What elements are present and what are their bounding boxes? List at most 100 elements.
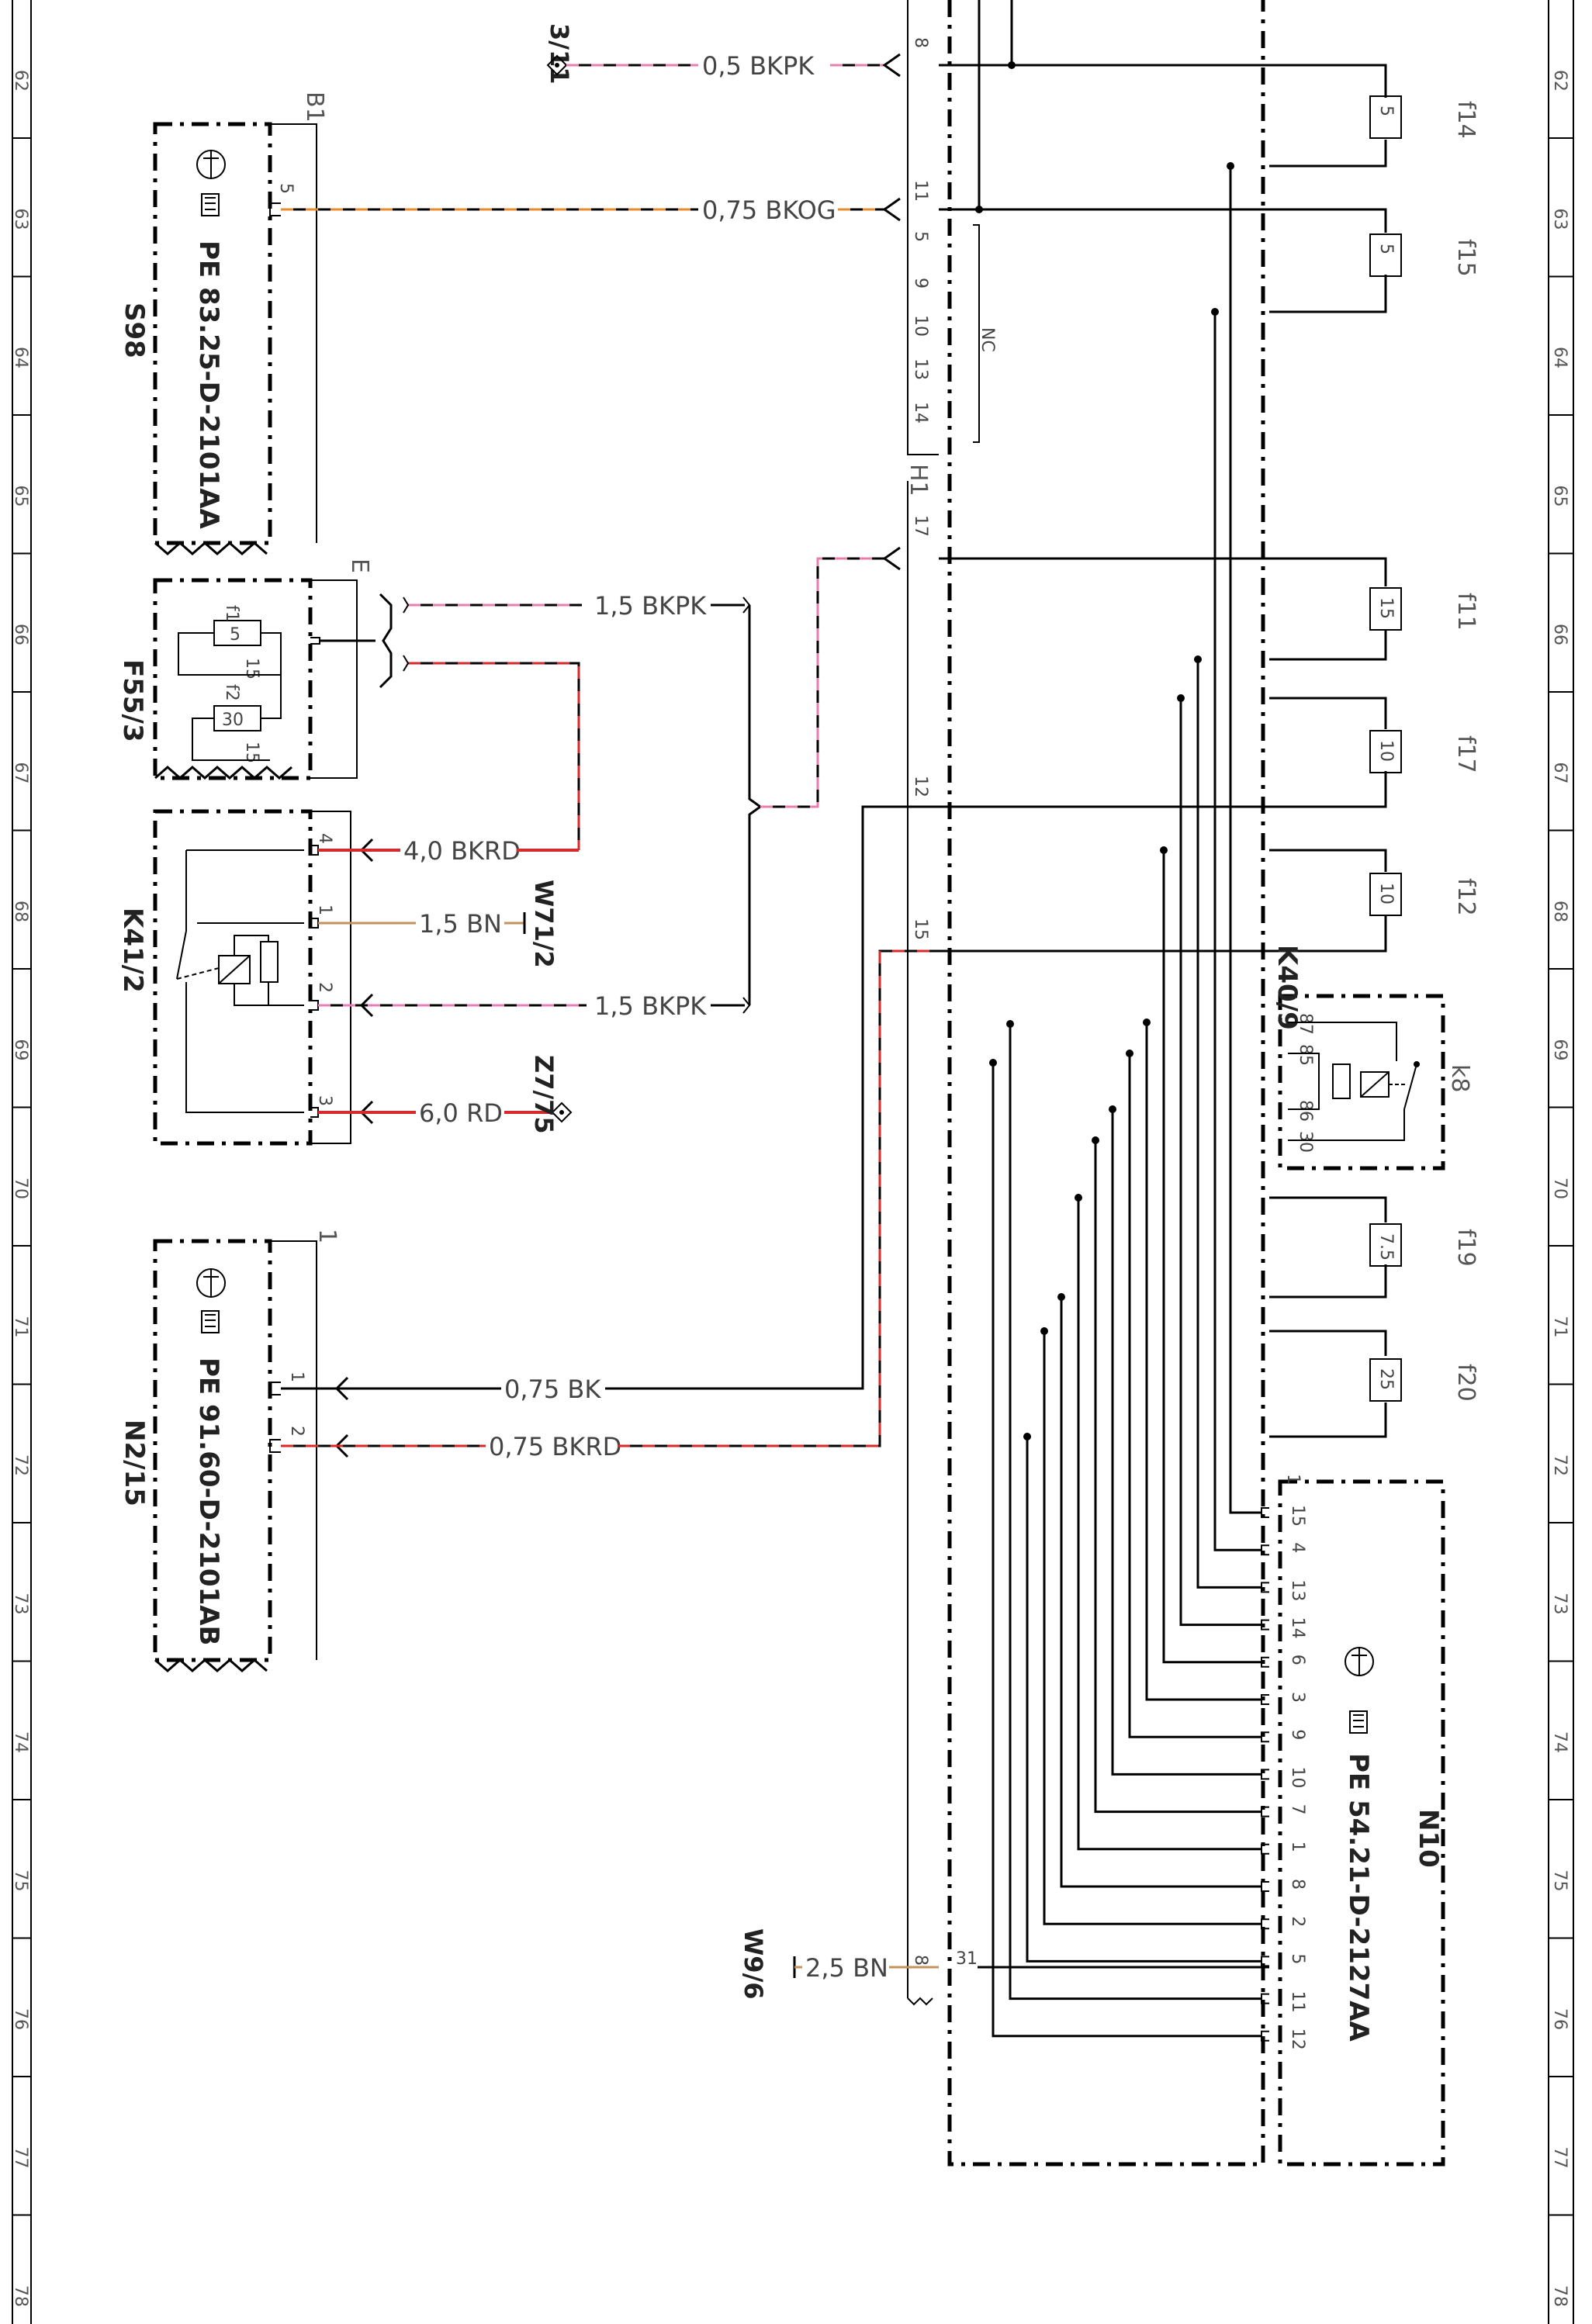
fuse-f17-icon: 10 <box>1369 730 1402 773</box>
ruler-number-77: 77 <box>1550 2147 1570 2169</box>
n10-pin-3-5: 3 <box>1288 1692 1307 1703</box>
n10-pin-12-14: 12 <box>1288 2028 1307 2050</box>
ruler-number-72: 72 <box>11 1454 30 1476</box>
k41-2-pin-1: 1 <box>315 904 334 915</box>
svg-text:15: 15 <box>1376 597 1396 619</box>
left-ruler <box>12 0 32 2324</box>
k40-9-box <box>947 0 1265 2167</box>
k40-9-connector: H1 <box>905 464 932 496</box>
s98-box <box>153 122 272 545</box>
hand-pointer-icon <box>1349 1710 1368 1734</box>
conn-pin-5: 5 <box>911 231 930 242</box>
k8-pin-86: 86 <box>1296 1100 1315 1122</box>
n2-15-pin-2: 2 <box>287 1426 306 1437</box>
hand-pointer-icon <box>201 193 220 216</box>
fuse-f11-icon: 15 <box>1369 587 1402 631</box>
ruler-number-76: 76 <box>1550 2008 1570 2030</box>
fuse-f15-icon: 5 <box>1369 233 1402 277</box>
ruler-number-71: 71 <box>1550 1316 1570 1338</box>
fuse-wiring <box>939 64 1387 1438</box>
ground-label: 31 <box>956 1949 978 1969</box>
relay-coil-icon <box>1288 1022 1420 1141</box>
n10-pin-7-8: 7 <box>1288 1804 1307 1815</box>
k41-2-pin-4: 4 <box>315 833 334 844</box>
ruler-number-73: 73 <box>1550 1593 1570 1615</box>
f55-3-connector: E <box>346 559 373 573</box>
ruler-number-74: 74 <box>11 1731 30 1753</box>
wire-label-w4: 4,0 BKRD <box>403 836 521 866</box>
fuse-f20-icon: 25 <box>1369 1358 1402 1402</box>
n10-pin-10-7: 10 <box>1288 1766 1307 1788</box>
n10-pe-ref: PE 54.21-D-2127AA <box>1343 1753 1374 2042</box>
fuse-f2-icon: 30 <box>213 705 261 731</box>
k8-label: k8 <box>1446 1064 1473 1092</box>
s98-pe-ref: PE 83.25-D-2101AA <box>193 240 224 530</box>
k8-pin-87: 87 <box>1296 1013 1315 1035</box>
ruler-number-64: 64 <box>1550 347 1570 368</box>
fuse-f12-icon: 10 <box>1369 873 1402 916</box>
ruler-number-63: 63 <box>11 209 30 230</box>
svg-text:25: 25 <box>1376 1368 1396 1390</box>
fuse-f17-label: f17 <box>1452 735 1480 773</box>
ruler-number-68: 68 <box>11 901 30 922</box>
h1-pin-12: 12 <box>911 776 930 797</box>
signal-w71-2: W71/2 <box>529 880 559 968</box>
ruler-number-78: 78 <box>1550 2285 1570 2307</box>
svg-text:7.5: 7.5 <box>1376 1233 1396 1261</box>
ruler-number-64: 64 <box>11 347 30 368</box>
svg-text:30: 30 <box>222 711 244 730</box>
n10-pin-4-1: 4 <box>1288 1542 1307 1553</box>
ruler-number-66: 66 <box>11 624 30 645</box>
n10-pin-6-4: 6 <box>1288 1655 1307 1665</box>
connector-diamond-icon <box>546 54 568 76</box>
conn-pin-10: 10 <box>911 315 930 337</box>
n10-box <box>1278 1479 1445 2167</box>
wire-label-w10: 2,5 BN <box>805 1953 888 1983</box>
f55-3-label: F55/3 <box>117 659 148 742</box>
signal-w9-6: W9/6 <box>739 1928 768 2000</box>
signal-z7-75: Z7/75 <box>529 1055 559 1134</box>
n10-pin-11-13: 11 <box>1288 1991 1307 2013</box>
ruler-number-62: 62 <box>11 70 30 92</box>
ruler-number-69: 69 <box>11 1039 30 1061</box>
svg-text:5: 5 <box>1376 105 1396 116</box>
fuse-f12-label: f12 <box>1452 878 1480 916</box>
fuse-f19-icon: 7.5 <box>1369 1223 1402 1267</box>
transistor-icon <box>196 1268 226 1298</box>
ruler-number-78: 78 <box>11 2285 30 2307</box>
fuse-f15-label: f15 <box>1452 239 1480 277</box>
transistor-icon <box>196 150 226 179</box>
conn-pin-8: 8 <box>911 37 930 48</box>
fuse-f1-label: f1 <box>222 605 241 622</box>
conn-pin-13: 13 <box>911 358 930 380</box>
svg-text:10: 10 <box>1376 740 1396 762</box>
ruler-number-77: 77 <box>11 2147 30 2169</box>
n2-15-connector: 1 <box>313 1229 341 1243</box>
fuse-f20-label: f20 <box>1452 1364 1480 1402</box>
fuse-f14-label: f14 <box>1452 101 1480 139</box>
ruler-number-67: 67 <box>1550 763 1570 784</box>
n10-pin-14-3: 14 <box>1288 1617 1307 1639</box>
bus-lines <box>975 0 1261 2038</box>
fuse-f1-icon: 5 <box>213 620 261 646</box>
wire-label-w3: 1,5 BKPK <box>594 591 707 621</box>
n10-pin-2-11: 2 <box>1288 1916 1307 1927</box>
ruler-number-73: 73 <box>11 1593 30 1615</box>
ruler-number-70: 70 <box>11 1178 30 1199</box>
ruler-number-62: 62 <box>1550 70 1570 92</box>
n10-label: N10 <box>1413 1809 1444 1868</box>
wire-label-w6: 1,5 BKPK <box>594 991 707 1021</box>
n2-15-box <box>153 1239 272 1662</box>
n2-15-pin-1: 1 <box>287 1371 306 1382</box>
fuse-f19-label: f19 <box>1452 1229 1480 1267</box>
ruler-number-69: 69 <box>1550 1039 1570 1061</box>
conn-pin-11: 11 <box>911 180 930 202</box>
wire-label-w1: 0,5 BKPK <box>702 51 815 81</box>
wire-label-w2: 0,75 BKOG <box>702 195 836 225</box>
ruler-number-75: 75 <box>11 1870 30 1892</box>
nc-label: NC <box>978 327 997 352</box>
signal-3-11: 3/11 <box>545 23 574 84</box>
h1-pin-15: 15 <box>911 918 930 940</box>
ruler-number-74: 74 <box>1550 1731 1570 1753</box>
